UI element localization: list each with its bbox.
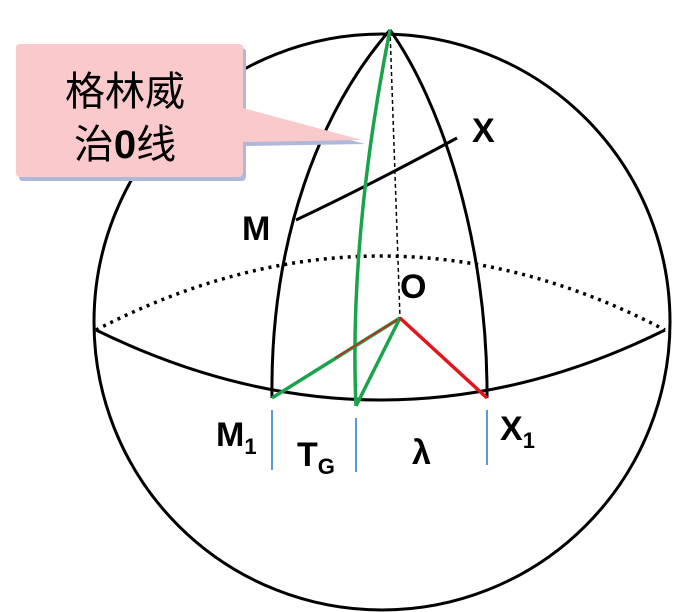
greenwich-callout: 格林威 治0线: [16, 44, 365, 181]
callout-bubble: [16, 44, 362, 177]
label-tg-sub: G: [318, 454, 335, 479]
label-tg: TG: [297, 436, 335, 479]
label-tg-main: T: [297, 436, 318, 474]
label-o: O: [400, 268, 426, 306]
greenwich-meridian: [353, 29, 392, 407]
meridian-x: [388, 29, 489, 399]
callout-line-2-zero: 0: [114, 123, 136, 167]
radius-o-tg: [354, 317, 402, 407]
sphere-outline: [92, 32, 672, 612]
callout-line-1: 格林威: [65, 69, 185, 115]
equator-front: [95, 328, 666, 402]
label-x1-main: X: [500, 410, 523, 448]
polar-axis-dashed: [389, 29, 401, 319]
label-m: M: [242, 210, 270, 248]
radius-o-m1-red-edge: [334, 317, 401, 359]
label-m1-main: M: [216, 416, 244, 454]
label-m1-sub: 1: [244, 434, 256, 459]
equator-back-dotted: [95, 254, 666, 332]
label-x1: X1: [500, 410, 535, 453]
label-x1-sub: 1: [523, 428, 535, 453]
callout-line-2: 治0线: [74, 122, 176, 168]
parallel-arc-mx: [295, 136, 458, 222]
meridian-m: [270, 29, 392, 399]
callout-line-2-suffix: 线: [136, 122, 176, 168]
label-m1: M1: [216, 416, 257, 459]
label-x: X: [472, 112, 495, 150]
label-lambda: λ: [412, 434, 431, 472]
callout-line-2-prefix: 治: [74, 122, 114, 168]
radius-o-x1: [398, 316, 489, 400]
